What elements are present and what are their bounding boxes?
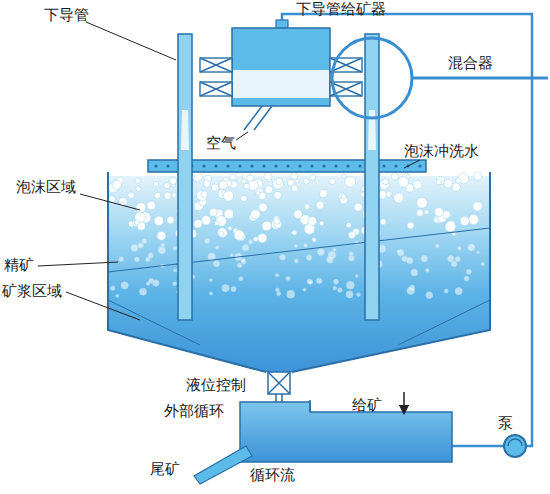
part-label: 矿浆区域 [2, 282, 62, 300]
part-label: 外部循环 [164, 402, 224, 420]
part-label: 下导管 [44, 6, 89, 24]
concentrate-lip [108, 228, 490, 272]
part-label: 循环流 [250, 466, 295, 484]
part-label: 精矿 [4, 256, 34, 274]
part-label: 液位控制 [186, 376, 246, 394]
mixer [200, 58, 362, 96]
part-label: 混合器 [448, 54, 493, 72]
tailings-pipe [194, 446, 252, 484]
circulation-tank [240, 402, 452, 462]
tank-wall [108, 172, 490, 372]
downcomer-feeder [232, 28, 330, 106]
callout-line [412, 77, 548, 80]
feed-arrow [403, 392, 405, 410]
part-label: 下导管给矿器 [296, 0, 386, 18]
level-control-valve [268, 372, 290, 394]
part-label: 尾矿 [150, 460, 180, 478]
part-label: 泵 [498, 414, 513, 432]
leader-line [38, 22, 420, 320]
part-label: 泡沫冲洗水 [404, 142, 479, 160]
downcomer [365, 34, 379, 320]
part-label: 给矿 [352, 396, 382, 414]
part-label: 泡沫区域 [16, 178, 76, 196]
part-label: 空气 [206, 134, 236, 152]
downcomer [178, 34, 192, 320]
air-pipe [244, 106, 272, 130]
mixer-callout-circle [332, 38, 412, 118]
pump [504, 435, 526, 457]
